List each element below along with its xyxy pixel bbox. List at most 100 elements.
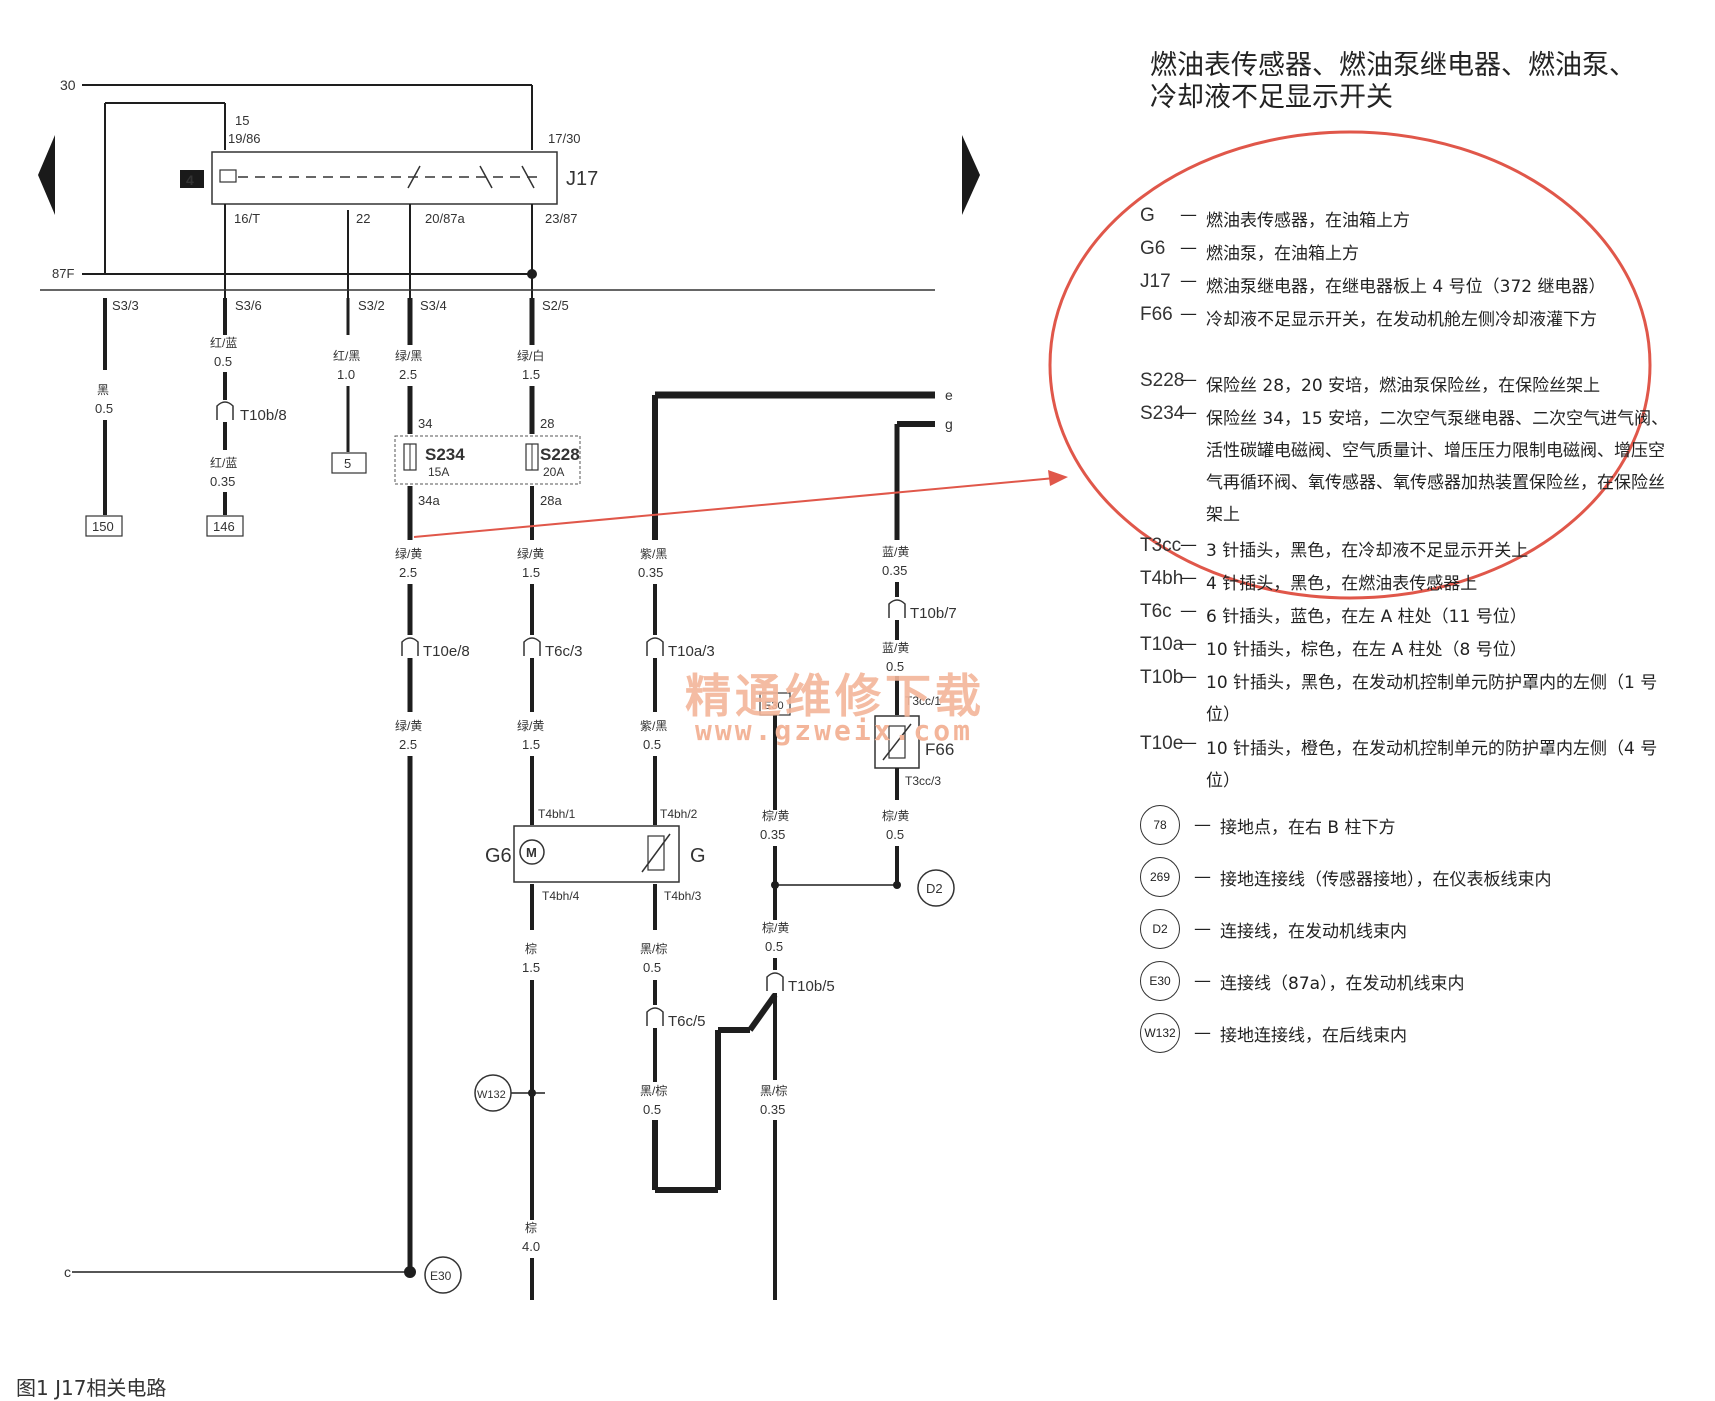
pin-22-label: 22: [356, 211, 370, 226]
wire-6b-size: 0.5: [643, 737, 661, 752]
legend-item: G—燃油表传感器，在油箱上方: [1140, 205, 1680, 238]
socket-s3-3-label: S3/3: [112, 298, 139, 313]
wire-9-size: 0.5: [886, 827, 904, 842]
wire-6-color: 紫/黑: [640, 547, 667, 561]
wire-14-size: 4.0: [522, 1239, 540, 1254]
conn-t10b7: T10b/7: [910, 605, 957, 622]
wire-7-color: 蓝/黄: [882, 545, 909, 559]
highlight-arrow: [413, 477, 1056, 538]
conn-t6c5: T6c/5: [668, 1013, 706, 1030]
wire-2b-size: 0.35: [210, 474, 235, 489]
relay-position-badge: 4: [186, 172, 194, 188]
wire-8b-color: 棕/黄: [762, 920, 789, 935]
legend-desc: 连接线（87a），在发动机线束内: [1220, 973, 1465, 994]
title-line-1: 燃油表传感器、燃油泵继电器、燃油泵、: [1150, 50, 1636, 81]
conn-t4bh2: T4bh/2: [660, 807, 698, 821]
legend-desc: 10 针插头，橙色，在发动机控制单元的防护罩内左侧（4 号位）: [1206, 739, 1658, 791]
legend-item: T3cc—3 针插头，黑色，在冷却液不足显示开关上: [1140, 535, 1680, 568]
conn-t6c3: T6c/3: [545, 643, 583, 660]
ground-connection-icon: 269: [1140, 857, 1180, 897]
legend-desc: 6 针插头，蓝色，在左 A 柱处（11 号位）: [1206, 607, 1527, 627]
wire-4b-color: 绿/黄: [395, 546, 422, 561]
socket-s2-5-label: S2/5: [542, 298, 569, 313]
fuse-s228-in: 28: [540, 416, 554, 431]
wire-9-color: 棕/黄: [882, 808, 909, 823]
legend-key: S234: [1140, 403, 1185, 424]
wire-13-size: 0.35: [760, 1102, 785, 1117]
node-w132-label: W132: [477, 1089, 506, 1101]
node-w132: [474, 1074, 512, 1112]
legend-item: J17—燃油泵继电器，在继电器板上 4 号位（372 继电器）: [1140, 271, 1680, 304]
conn-t10a3: T10a/3: [668, 643, 715, 660]
edge-ref-e: e: [945, 387, 953, 403]
conn-t10e8: T10e/8: [423, 643, 470, 660]
wire-4c-size: 2.5: [399, 737, 417, 752]
node-d2-label: D2: [926, 881, 943, 896]
wire-2b-color: 红/蓝: [210, 455, 237, 470]
legend-desc: 接地连接线，在后线束内: [1220, 1025, 1407, 1046]
conn-t10b8: T10b/8: [240, 407, 287, 424]
next-arrow-icon[interactable]: [962, 135, 980, 215]
ref-146: 146: [213, 519, 235, 534]
component-g-label: G: [690, 845, 706, 867]
conn-t10b5: T10b/5: [788, 978, 835, 995]
fuse-s234-amp: 15A: [428, 465, 449, 479]
wire-5c-size: 1.5: [522, 737, 540, 752]
wire-7-size: 0.35: [882, 563, 907, 578]
wire-4-size: 2.5: [399, 367, 417, 382]
legend-item: T10e—10 针插头，橙色，在发动机控制单元的防护罩内左侧（4 号位）: [1140, 733, 1680, 799]
legend-item: S234—保险丝 34，15 安培，二次空气泵继电器、二次空气进气阀、活性碳罐电…: [1140, 403, 1680, 535]
pin-16t-label: 16/T: [234, 211, 260, 226]
socket-s3-6-label: S3/6: [235, 298, 262, 313]
legend-desc: 燃油表传感器，在油箱上方: [1206, 211, 1410, 231]
wire-4-color: 绿/黑: [395, 348, 422, 363]
legend-item: T10a—10 针插头，棕色，在左 A 柱处（8 号位）: [1140, 634, 1680, 667]
rail-30-label: 30: [60, 77, 76, 93]
legend-key: G: [1140, 205, 1155, 226]
fuse-s228-amp: 20A: [543, 465, 564, 479]
fuse-box: [394, 435, 581, 485]
legend-item: S228—保险丝 28，20 安培，燃油泵保险丝，在保险丝架上: [1140, 370, 1680, 403]
wire-10-color: 棕: [525, 941, 537, 956]
page-title: 燃油表传感器、燃油泵继电器、燃油泵、 冷却液不足显示开关: [1150, 50, 1636, 114]
wire-5b-color: 绿/黄: [517, 546, 544, 561]
fuse-s228-label: S228: [540, 445, 580, 464]
conn-t4bh3: T4bh/3: [664, 889, 702, 903]
wire-12-size: 0.5: [643, 1102, 661, 1117]
legend-item: G6—燃油泵，在油箱上方: [1140, 238, 1680, 271]
wire-6b-color: 紫/黑: [640, 719, 667, 733]
legend-symbol-item: 269—接地连接线（传感器接地），在仪表板线束内: [1140, 851, 1680, 903]
legend-key: T4bh: [1140, 568, 1184, 589]
legend-item: F66—冷却液不足显示开关，在发动机舱左侧冷却液灌下方: [1140, 304, 1680, 370]
wire-13-color: 黑/棕: [760, 1083, 787, 1098]
connection-icon: E30: [1140, 961, 1180, 1001]
prev-arrow-icon[interactable]: [38, 135, 55, 215]
fuel-pump-sender-box: [513, 825, 680, 883]
motor-icon: [519, 839, 545, 865]
wire-6-size: 0.35: [638, 565, 663, 580]
wire-4c-color: 绿/黄: [395, 718, 422, 733]
fuse-s234-in: 34: [418, 416, 432, 431]
node-e30: [424, 1256, 462, 1294]
socket-s3-2-label: S3/2: [358, 298, 385, 313]
legend-desc: 连接线，在发动机线束内: [1220, 921, 1407, 942]
watermark-cn: 精通维修下载: [685, 669, 985, 723]
legend-desc: 燃油泵继电器，在继电器板上 4 号位（372 继电器）: [1206, 277, 1606, 297]
connection-icon: D2: [1140, 909, 1180, 949]
wire-5c-color: 绿/黄: [517, 718, 544, 733]
legend-key: T10b: [1140, 667, 1184, 688]
motor-symbol: M: [526, 845, 537, 860]
pin-15-label: 15: [235, 113, 249, 128]
wire-11-color: 黑/棕: [640, 941, 667, 956]
legend-key: S228: [1140, 370, 1185, 391]
wire-12-color: 黑/棕: [640, 1083, 667, 1098]
wire-11-size: 0.5: [643, 960, 661, 975]
component-g6-label: G6: [485, 845, 512, 867]
conn-t3cc1: T3cc/1: [905, 694, 941, 708]
fuse-s234-out: 34a: [418, 493, 440, 508]
legend-key: T10e: [1140, 733, 1184, 754]
legend-key: T3cc: [1140, 535, 1182, 556]
wire-8b-size: 0.5: [765, 939, 783, 954]
conn-t3cc3: T3cc/3: [905, 774, 941, 788]
